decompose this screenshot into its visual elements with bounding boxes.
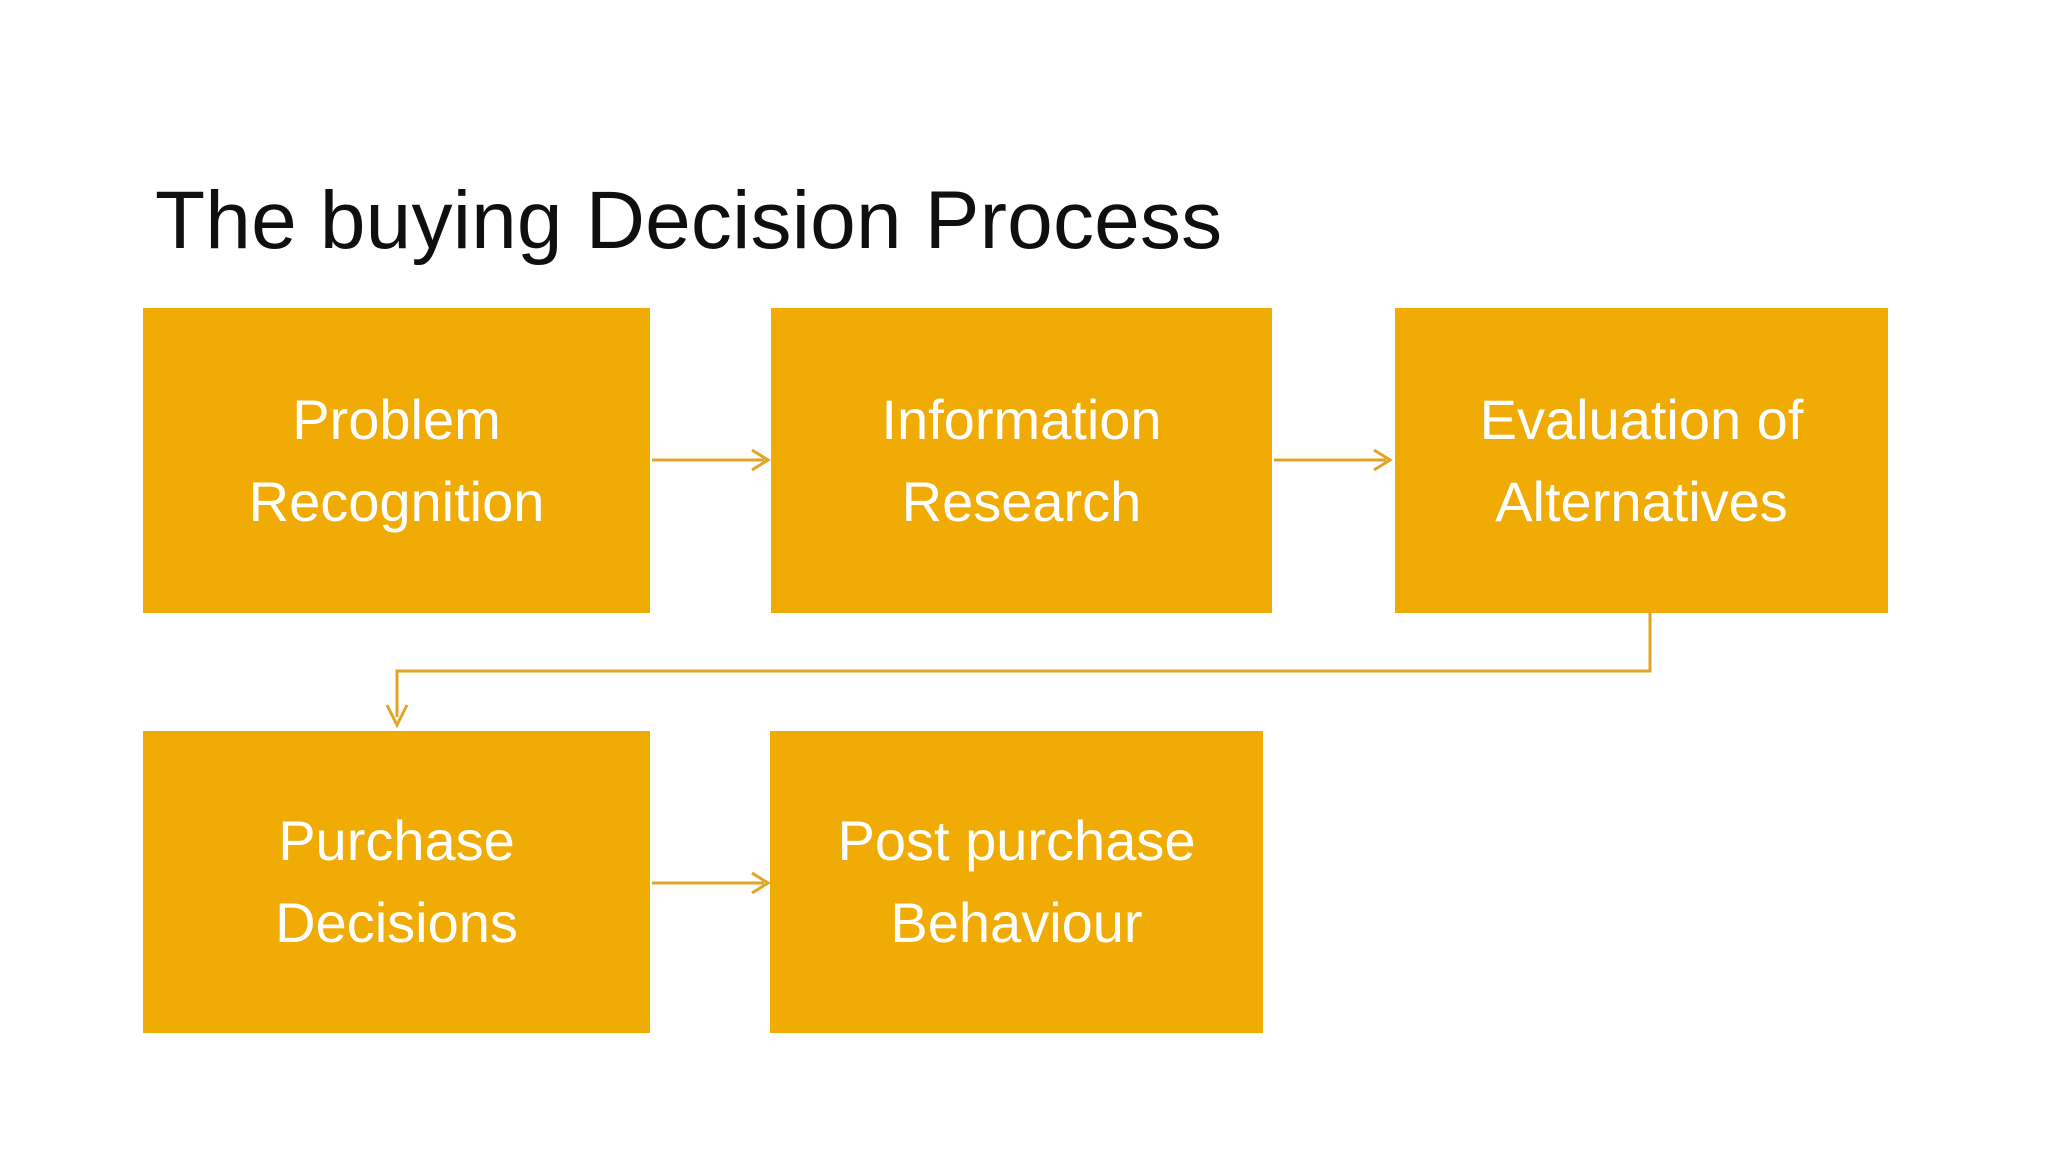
process-step-post-purchase-behaviour[interactable]: Post purchase Behaviour: [770, 731, 1263, 1033]
process-step-line2: Behaviour: [890, 891, 1143, 954]
process-step-problem-recognition[interactable]: Problem Recognition: [143, 308, 650, 613]
process-step-line1: Information: [881, 387, 1162, 451]
process-step-purchase-decisions[interactable]: Purchase Decisions: [143, 731, 650, 1033]
process-step-label: Purchase Decisions: [153, 800, 640, 964]
page-title: The buying Decision Process: [155, 174, 1223, 266]
arrow-connector-step1-to-step2: [652, 448, 771, 472]
elbow-arrow-connector-step3-to-step4: [385, 611, 1652, 729]
process-step-line1: Purchase: [278, 809, 515, 872]
process-step-label: Problem Recognition: [153, 379, 640, 543]
process-step-line2: Decisions: [275, 891, 518, 954]
process-step-line1: Evaluation of: [1479, 387, 1804, 451]
process-step-label: Evaluation of Alternatives: [1405, 379, 1878, 543]
process-step-line1: Post purchase: [837, 809, 1196, 872]
process-step-line2: Alternatives: [1495, 469, 1788, 533]
arrow-connector-step4-to-step5: [652, 871, 771, 895]
arrow-connector-step2-to-step3: [1274, 448, 1393, 472]
process-step-information-research[interactable]: Information Research: [771, 308, 1272, 613]
process-step-label: Post purchase Behaviour: [780, 800, 1253, 964]
process-step-label: Information Research: [781, 379, 1262, 543]
process-step-evaluation-of-alternatives[interactable]: Evaluation of Alternatives: [1395, 308, 1888, 613]
process-step-line2: Recognition: [248, 469, 545, 533]
process-step-line2: Research: [901, 469, 1142, 533]
process-step-line1: Problem: [292, 387, 501, 451]
